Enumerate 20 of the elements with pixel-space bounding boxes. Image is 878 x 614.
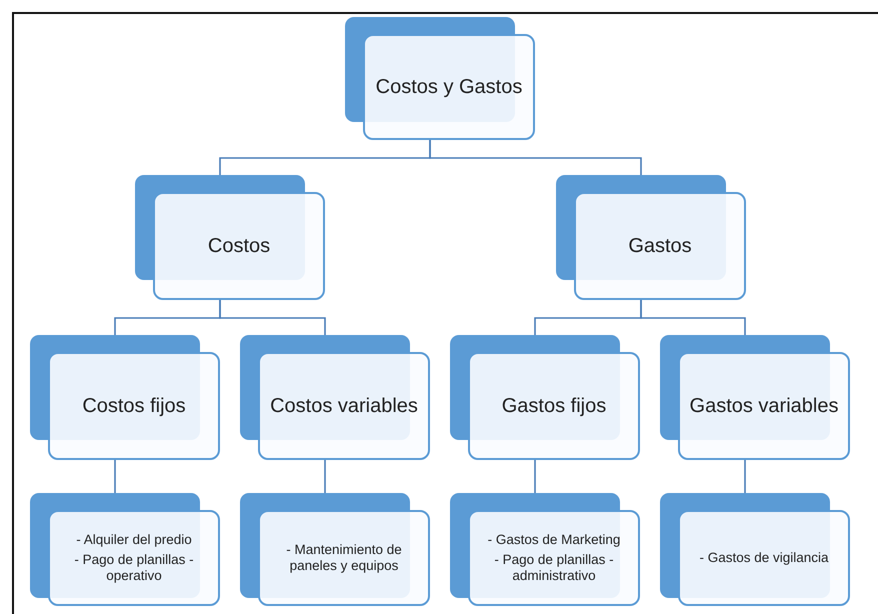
connector-line bbox=[534, 460, 536, 493]
box-text: Costos fijos bbox=[82, 394, 186, 419]
box-text: - Gastos de Marketing bbox=[488, 532, 620, 548]
connector-line bbox=[219, 300, 326, 335]
box-text: Gastos bbox=[628, 234, 692, 259]
box-text: - Pago de planillas - administrativo bbox=[493, 552, 615, 584]
box-text: - Gastos de vigilancia bbox=[699, 550, 829, 566]
box-text: Costos bbox=[208, 234, 270, 259]
connector-line bbox=[324, 460, 326, 493]
connector-line bbox=[640, 300, 746, 335]
box-text: Costos variables bbox=[270, 394, 418, 419]
box-text: Costos y Gastos bbox=[376, 75, 522, 100]
box-text: Gastos fijos bbox=[502, 394, 606, 419]
connector-line bbox=[114, 460, 116, 493]
box-text: - Pago de planillas - operativo bbox=[73, 552, 195, 584]
connector-line bbox=[744, 460, 746, 493]
box-text: - Alquiler del predio bbox=[76, 532, 192, 548]
box-text: Gastos variables bbox=[690, 394, 838, 419]
connector-line bbox=[429, 140, 642, 175]
box-text: - Mantenimiento de paneles y equipos bbox=[285, 542, 403, 574]
